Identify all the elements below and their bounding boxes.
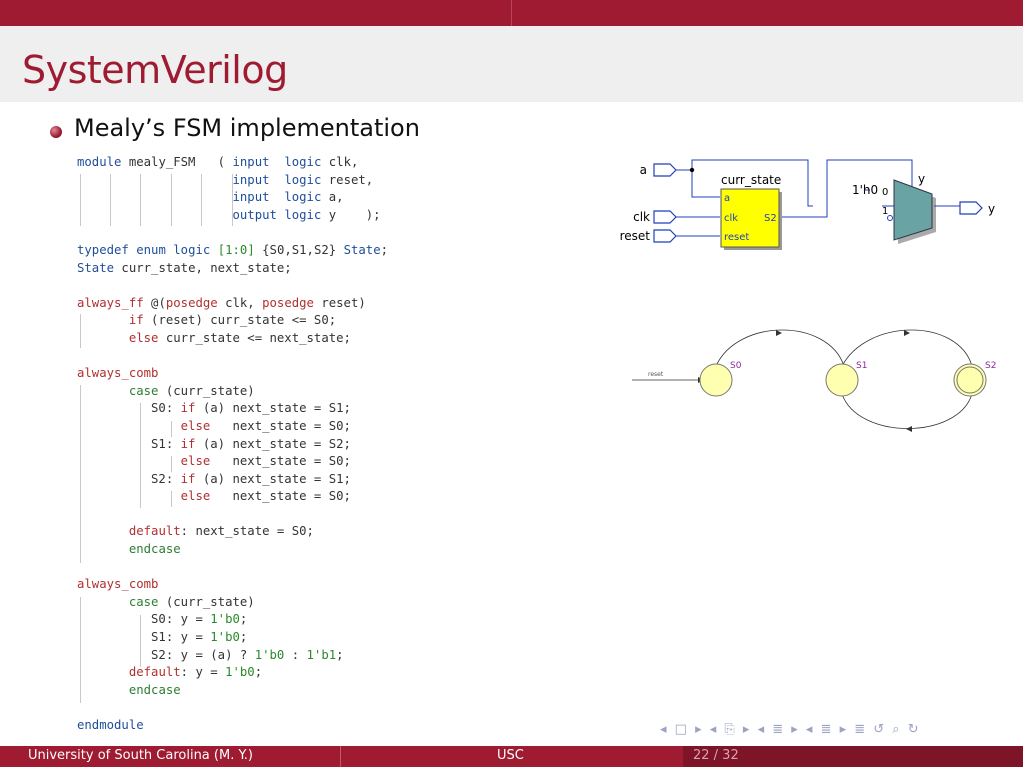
slide-title: SystemVerilog: [22, 48, 288, 92]
code-line: else curr_state <= next_state;: [128, 330, 351, 345]
output-label-y: y: [988, 202, 995, 216]
code-line: if (reset) curr_state <= S0;: [128, 313, 337, 328]
code-guide: [171, 491, 172, 507]
footer-page-number: 22 / 32: [693, 748, 739, 763]
reset-label: reset: [648, 371, 664, 378]
code-guide: [80, 385, 81, 563]
code-guide: [232, 174, 233, 226]
code-guide: [80, 314, 81, 348]
input-port-a: a: [640, 163, 677, 177]
state-s2: S2: [953, 361, 996, 397]
code-guide: [171, 174, 172, 226]
code-line: S2: y = (a) ? 1'b0 : 1'b1;: [77, 647, 344, 662]
input-port-clk: clk: [633, 210, 677, 224]
code-line: else next_state = S0;: [180, 454, 351, 469]
code-guide: [171, 421, 172, 437]
code-line: [77, 699, 388, 717]
code-line: always_comb: [77, 366, 159, 381]
top-bar-divider: [511, 0, 512, 26]
footer-divider: [340, 746, 341, 767]
code-line: S1: if (a) next_state = S2;: [77, 436, 351, 451]
code-line: S1: y = 1'b0;: [77, 630, 248, 645]
code-line: default: y = 1'b0;: [128, 665, 263, 680]
transitions: [632, 329, 973, 429]
bullet-icon: [50, 126, 62, 138]
code-line: always_comb: [77, 577, 159, 592]
top-bar: [0, 0, 1023, 26]
footer: University of South Carolina (M. Y.) USC…: [0, 746, 1023, 767]
output-port-y: y: [959, 201, 995, 216]
input-label-reset: reset: [620, 229, 651, 243]
code-line: endmodule: [77, 718, 144, 732]
code-line: case (curr_state): [128, 594, 255, 609]
schematic-diagram: a clk reset curr_state a clk reset S2 y …: [620, 159, 995, 250]
code-guide: [201, 174, 202, 226]
register-port-a: a: [724, 193, 730, 204]
code-line: [77, 348, 388, 366]
code-line: endcase: [128, 682, 181, 697]
code-line: typedef enum logic [1:0] {S0,S1,S2} Stat…: [77, 242, 389, 257]
footer-page-box: [683, 746, 1023, 767]
code-line: State curr_state, next_state;: [77, 260, 292, 275]
arrow-head: [904, 330, 910, 336]
code-guide: [80, 597, 81, 703]
code-guide: [140, 174, 141, 226]
code-line: endcase: [128, 542, 181, 557]
code-line: case (curr_state): [128, 383, 255, 398]
state-s1: S1: [825, 361, 867, 397]
code-guide: [80, 174, 81, 226]
code-guide: [171, 456, 172, 472]
register-title: curr_state: [721, 173, 781, 187]
code-line: module mealy_FSM ( input logic clk,: [77, 155, 359, 169]
code-line: [77, 277, 388, 295]
input-port-reset: reset: [620, 229, 677, 243]
mux-in0: 0: [882, 187, 888, 198]
code-line: [77, 224, 388, 242]
register-port-reset: reset: [724, 232, 749, 243]
mux-in1: 1: [882, 206, 888, 217]
arrow-head: [906, 426, 912, 432]
code-line: default: next_state = S0;: [128, 524, 314, 539]
footer-institution: USC: [497, 748, 524, 763]
code-line: always_ff @(posedge clk, posedge reset): [77, 295, 366, 310]
state-label-s1: S1: [856, 361, 867, 371]
state-label-s2: S2: [985, 361, 996, 371]
mux-label: y: [918, 172, 925, 186]
arrow-head: [776, 330, 782, 336]
code-line: S0: if (a) next_state = S1;: [77, 401, 351, 416]
code-line: [77, 559, 388, 577]
code-line: [77, 506, 388, 524]
state-s0: S0: [699, 361, 742, 397]
curr-state-register: curr_state a clk reset S2: [720, 173, 782, 250]
code-line: output logic y );: [232, 207, 381, 222]
register-port-clk: clk: [724, 213, 738, 224]
code-line: else next_state = S0;: [180, 489, 351, 504]
input-label-a: a: [640, 163, 647, 177]
const-label: 1'h0: [852, 183, 878, 197]
state-diagram: reset S0 S1 S2: [632, 329, 996, 432]
state-label-s0: S0: [730, 361, 742, 371]
code-guide: [140, 615, 141, 667]
output-mux: y 1'h0 0 1: [852, 172, 936, 244]
junction-dot: [689, 167, 695, 173]
beamer-navigation[interactable]: ◂ □ ▸ ◂ ⎘ ▸ ◂ ≣ ▸ ◂ ≣ ▸ ≣ ↺ ⌕ ↻: [660, 722, 921, 737]
code-guide: [110, 174, 111, 226]
code-line: input logic a,: [232, 190, 344, 205]
input-label-clk: clk: [633, 210, 650, 224]
code-block: module mealy_FSM ( input logic clk, inpu…: [77, 154, 388, 735]
bullet-text: Mealy’s FSM implementation: [74, 114, 420, 142]
code-guide: [140, 403, 141, 508]
footer-author: University of South Carolina (M. Y.): [28, 748, 253, 763]
code-line: input logic reset,: [232, 172, 374, 187]
code-line: S0: y = 1'b0;: [77, 612, 248, 627]
code-line: S2: if (a) next_state = S1;: [77, 471, 351, 486]
code-line: else next_state = S0;: [180, 418, 351, 433]
title-bar: [0, 26, 1023, 102]
register-port-out: S2: [764, 213, 777, 224]
